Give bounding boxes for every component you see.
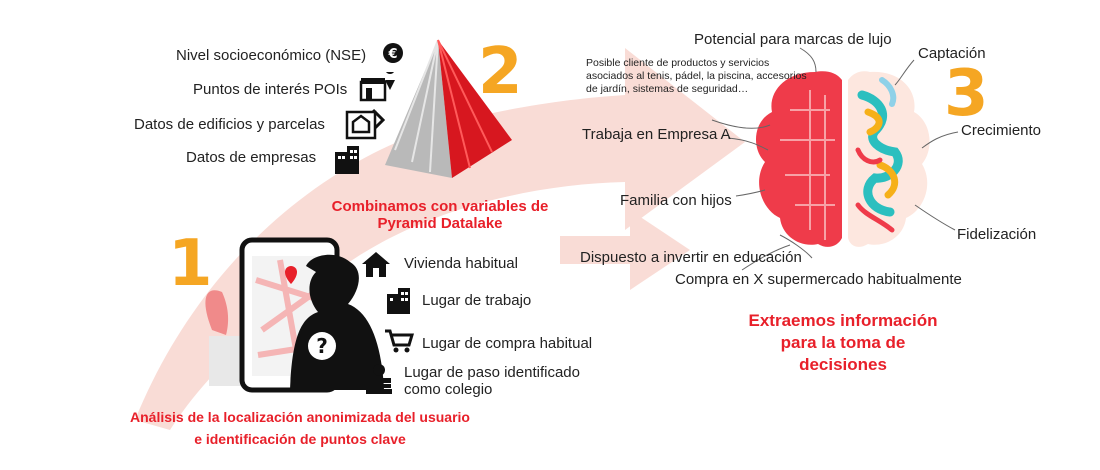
step-2-caption: Combinamos con variables de Pyramid Data… — [300, 198, 580, 232]
step-number-2: 2 — [478, 35, 523, 109]
svg-text:€: € — [387, 47, 397, 62]
step-1-caption: Análisis de la localización anonimizada … — [110, 406, 490, 450]
outcome-growth-label: Crecimiento — [961, 122, 1042, 139]
location-passage-line-1: Lugar de paso identificado — [404, 364, 580, 381]
variable-companies-label: Datos de empresas — [186, 149, 317, 166]
variable-nse-label: Nivel socioeconómico (NSE) — [176, 47, 367, 64]
step-1-caption-line-2: e identificación de puntos clave — [194, 431, 406, 447]
step-1-caption-line-1: Análisis de la localización anonimizada … — [130, 409, 470, 425]
variable-pois-label: Puntos de interés POIs — [193, 81, 348, 98]
svg-text:?: ? — [316, 334, 328, 358]
variable-buildings-label: Datos de edificios y parcelas — [134, 116, 325, 133]
step-3-caption-line-1: Extraemos información — [748, 311, 938, 330]
insight-luxury-label: Potencial para marcas de lujo — [694, 31, 892, 48]
step-2-caption-line-2: Pyramid Datalake — [377, 215, 503, 232]
step-3-caption-line-2: para la toma de — [780, 333, 906, 352]
location-passage-label: Lugar de paso identificado como colegio — [404, 364, 580, 398]
outcome-loyalty-label: Fidelización — [957, 226, 1037, 243]
location-passage-line-2: como colegio — [404, 381, 493, 398]
location-home-label: Vivienda habitual — [404, 255, 518, 272]
company-buildings-icon — [335, 146, 359, 174]
step-3-caption-line-3: decisiones — [799, 355, 887, 374]
connector-lines — [711, 47, 959, 271]
house-icon — [362, 252, 390, 277]
insight-works-label: Trabaja en Empresa A — [582, 126, 731, 143]
store-pin-icon — [359, 72, 395, 102]
insight-education-label: Dispuesto a invertir en educación — [580, 249, 802, 266]
step-3-caption: Extraemos información para la toma de de… — [718, 310, 968, 376]
step-number-1: 1 — [168, 227, 213, 301]
insight-supermarket-label: Compra en X supermercado habitualmente — [675, 271, 962, 288]
insight-sports-client-label: Posible cliente de productos y servicios… — [586, 57, 807, 95]
school-books-icon — [366, 364, 392, 394]
money-bag-icon: € — [383, 43, 403, 63]
office-building-icon — [387, 288, 410, 314]
flow-arrow — [135, 48, 745, 430]
outcome-capture-label: Captación — [918, 45, 986, 62]
secondary-arrow — [560, 210, 690, 290]
step-number-3: 3 — [944, 57, 989, 131]
building-plan-icon — [345, 108, 385, 140]
shopping-cart-icon — [385, 329, 414, 353]
anonymous-person-silhouette: ? — [290, 254, 384, 390]
pyramid-illustration — [385, 39, 512, 178]
insight-family-label: Familia con hijos — [620, 192, 732, 209]
brain-illustration — [755, 71, 930, 247]
location-work-label: Lugar de trabajo — [422, 292, 532, 309]
step-2-caption-line-1: Combinamos con variables de — [331, 198, 549, 215]
location-shopping-label: Lugar de compra habitual — [422, 335, 593, 352]
